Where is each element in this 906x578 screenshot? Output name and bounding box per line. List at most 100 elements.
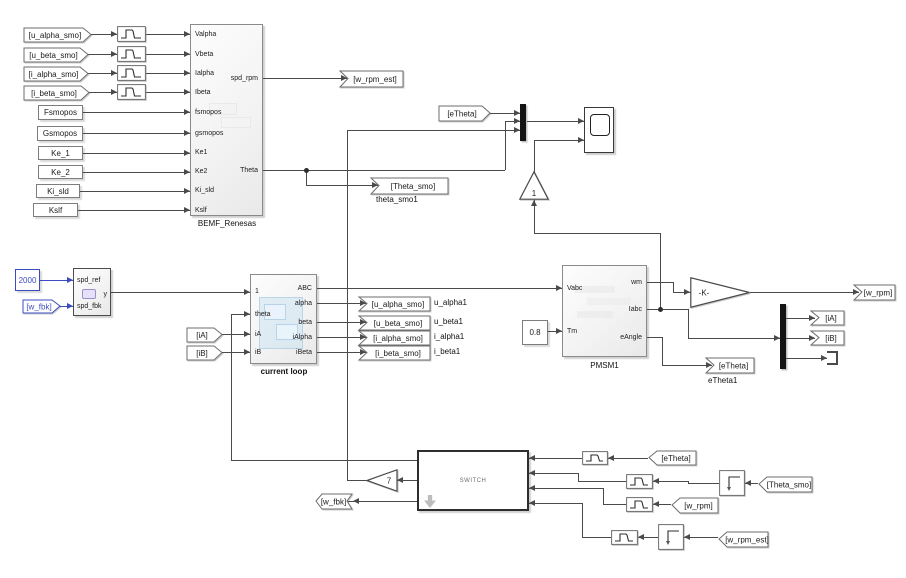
wire[interactable] [347,130,348,480]
wire[interactable] [91,34,117,35]
wire[interactable] [529,473,578,474]
rate-transition-block[interactable] [117,84,146,100]
wire[interactable] [603,504,626,505]
goto-tag-theta_smo[interactable]: [Theta_smo] [369,177,450,196]
wire[interactable] [647,309,688,310]
demux-block[interactable] [780,304,786,369]
mux-block[interactable] [520,104,526,141]
constant-ki-sld[interactable]: Ki_sld [36,184,80,198]
wire[interactable] [317,337,366,338]
from-tag-eTheta_mux[interactable]: [eTheta] [438,105,492,123]
from-tag-theta_smo_sw[interactable]: [Theta_smo] [758,476,814,494]
wire[interactable] [578,473,579,481]
wire[interactable] [60,306,73,307]
wire[interactable] [111,292,250,293]
constant-fsmopos[interactable]: Fsmopos [38,105,83,120]
wire[interactable] [231,314,250,315]
wire[interactable] [578,481,626,482]
zero-order-hold-block[interactable] [658,524,684,550]
current-loop-block[interactable]: 1 theta iA iB ABC alpha beta iAlpha iBet… [250,274,317,364]
constant-gsmopos[interactable]: Gsmopos [37,126,83,141]
wire[interactable] [534,140,584,141]
from-tag-i_beta_smo[interactable]: [i_beta_smo] [23,85,91,102]
wire[interactable] [750,292,859,293]
goto-tag-w_rpm[interactable]: [w_rpm] [852,284,897,302]
goto-tag-u_alpha_smo[interactable]: [u_alpha_smo] [357,296,432,313]
wire[interactable] [529,488,603,489]
goto-tag-u_beta_smo[interactable]: [u_beta_smo] [357,315,432,332]
bemf-renesas-block[interactable]: Valpha Vbeta Ialpha Ibeta fsmopos gsmopo… [190,24,263,216]
bemf-block-name[interactable]: BEMF_Renesas [197,219,257,228]
wire[interactable] [397,480,417,481]
from-tag-u_alpha_smo[interactable]: [u_alpha_smo] [23,27,93,44]
wire[interactable] [673,292,691,293]
wire[interactable] [78,210,190,211]
gain-unity[interactable]: 1 [518,170,550,200]
wire[interactable] [534,233,660,234]
wire[interactable] [684,537,718,538]
wire[interactable] [608,458,648,459]
from-tag-w_rpm_sw[interactable]: [w_rpm] [671,497,720,515]
wire[interactable] [745,483,758,484]
wire[interactable] [146,73,190,74]
wire[interactable] [688,338,780,339]
annotation-i_beta1[interactable]: i_beta1 [434,347,461,356]
wire[interactable] [222,352,250,353]
constant-ke-1[interactable]: Ke_1 [38,146,83,160]
wire[interactable] [505,121,506,170]
wire[interactable] [306,185,378,186]
wire[interactable] [505,121,520,122]
wire[interactable] [688,309,689,338]
wire[interactable] [647,282,673,283]
goto-tag-w_rpm_est[interactable]: [w_rpm_est] [338,70,405,89]
wire[interactable] [582,503,583,537]
rate-transition-block[interactable] [626,474,653,489]
gain-seven[interactable]: 7 [365,468,398,493]
rate-transition-block[interactable] [582,451,608,465]
wire[interactable] [582,537,611,538]
wire[interactable] [647,337,662,338]
from-tag-w_fbk[interactable]: [w_fbk] [22,299,62,315]
wire[interactable] [534,200,535,233]
goto-tag-i_alpha_smo[interactable]: [i_alpha_smo] [357,330,432,347]
constant-0-8[interactable]: 0.8 [522,320,548,345]
wire[interactable] [83,133,190,134]
wire[interactable] [347,480,367,481]
wire[interactable] [317,352,366,353]
speed-controller-block[interactable]: spd_ref spd_fbk y [73,268,111,316]
wire[interactable] [317,288,562,289]
wire[interactable] [534,140,535,172]
wire[interactable] [263,78,347,79]
wire[interactable] [263,170,505,171]
wire[interactable] [548,331,562,332]
wire[interactable] [231,460,417,461]
wire[interactable] [688,483,719,484]
wire[interactable] [638,537,658,538]
wire[interactable] [662,365,712,366]
wire[interactable] [40,280,73,281]
goto-tag-iA[interactable]: [iA] [809,310,846,327]
wire[interactable] [529,458,582,459]
wire[interactable] [653,481,688,482]
annotation-i_alpha1[interactable]: i_alpha1 [434,332,465,341]
constant-kslf[interactable]: Kslf [33,203,78,217]
wire[interactable] [660,233,661,309]
wire[interactable] [146,34,190,35]
wire[interactable] [653,504,671,505]
rate-transition-block[interactable] [117,65,146,81]
wire[interactable] [688,481,689,484]
wire[interactable] [146,54,190,55]
current-loop-block-name[interactable]: current loop [260,367,308,376]
from-tag-iB[interactable]: [iB] [186,345,224,362]
wire[interactable] [222,334,250,335]
from-tag-i_alpha_smo[interactable]: [i_alpha_smo] [23,66,90,83]
wire[interactable] [786,338,815,339]
wire[interactable] [231,314,232,460]
zero-order-hold-block[interactable] [719,470,745,496]
wire[interactable] [88,73,117,74]
rate-transition-block[interactable] [117,26,146,42]
wire[interactable] [662,337,663,365]
wire[interactable] [786,358,827,359]
pmsm1-block[interactable]: Vabc Tm wm Iabc eAngle [562,265,647,357]
rate-transition-block[interactable] [117,46,146,62]
